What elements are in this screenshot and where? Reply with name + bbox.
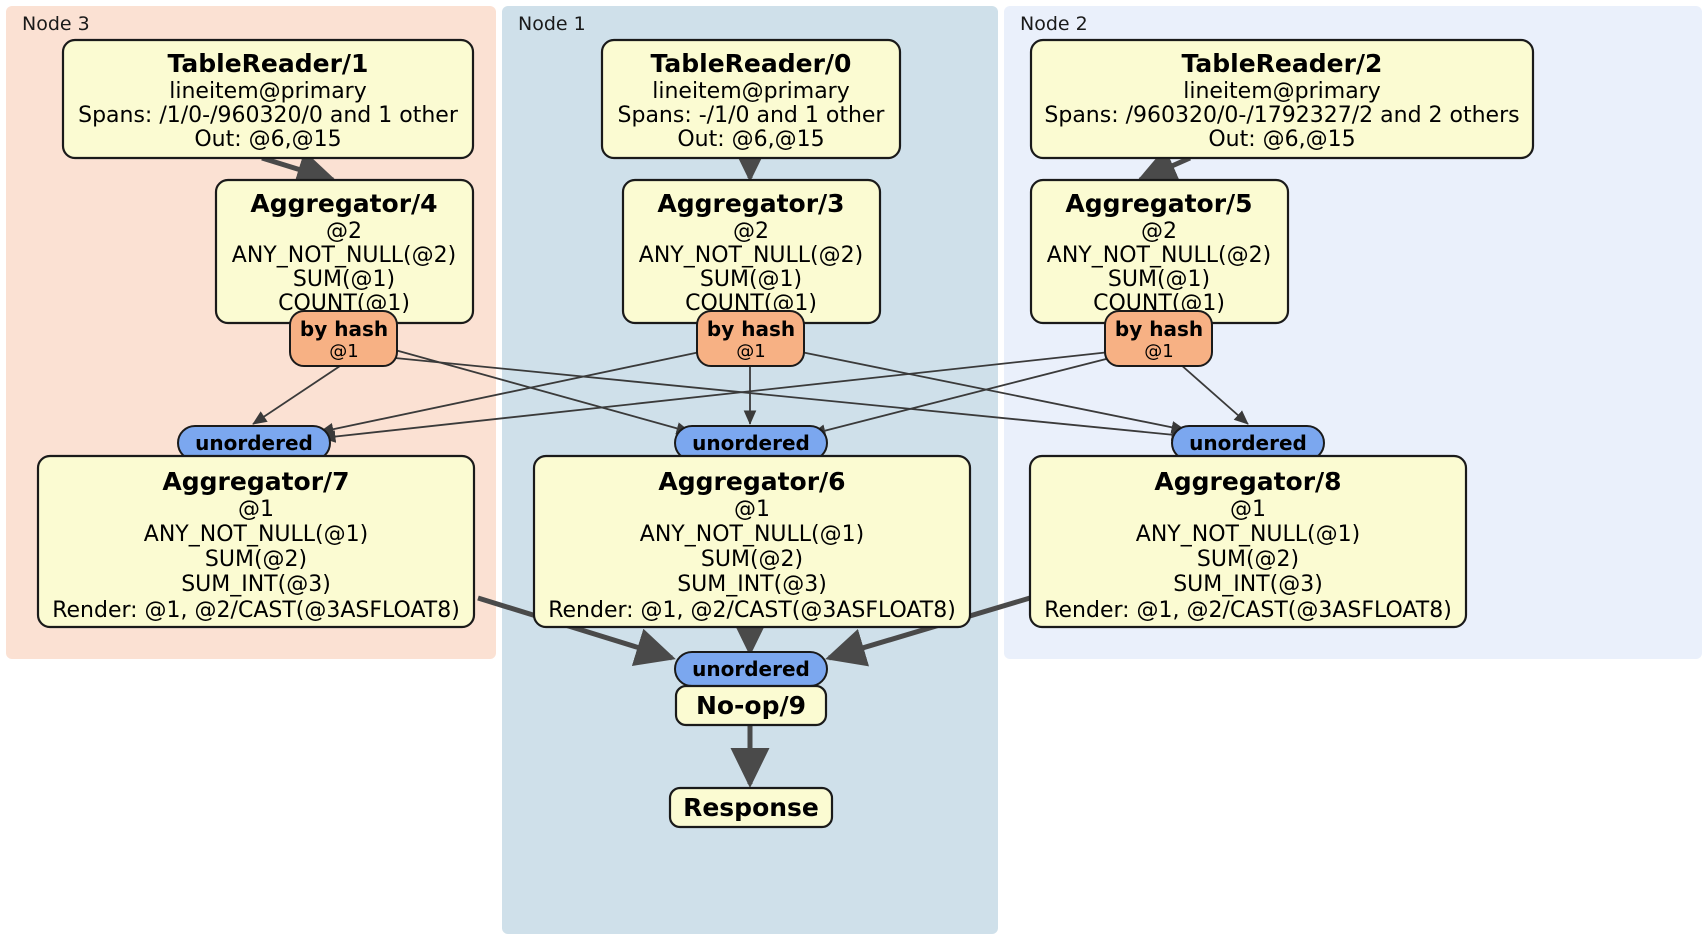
processor-table-reader-2[interactable]: TableReader/2 lineitem@primary Spans: /9… — [1029, 38, 1535, 160]
router-pill-hash-left[interactable]: by hash @1 — [289, 310, 398, 367]
edge-hashright-to-unorderedleft — [321, 351, 1111, 443]
processor-response[interactable]: Response — [668, 786, 834, 829]
processor-detail-line: SUM_INT(@3) — [181, 572, 331, 597]
edge-hashright-to-unorderedcenter — [811, 357, 1111, 437]
router-pill-sublabel: @1 — [1144, 341, 1173, 362]
processor-aggregator-5[interactable]: Aggregator/5 @2 ANY_NOT_NULL(@2) SUM(@1)… — [1029, 178, 1290, 325]
processor-detail-line: @1 — [238, 497, 274, 522]
router-pill-unordered-final[interactable]: unordered — [674, 651, 828, 687]
processor-detail-line: SUM(@1) — [1108, 267, 1210, 292]
processor-title: Aggregator/7 — [162, 467, 349, 496]
processor-table-reader-0[interactable]: TableReader/0 lineitem@primary Spans: -/… — [600, 38, 902, 160]
processor-detail-line: SUM_INT(@3) — [677, 572, 827, 597]
processor-detail-line: Render: @1, @2/CAST(@3ASFLOAT8) — [1044, 598, 1452, 623]
edge-hashcenter-to-unorderedleft — [319, 351, 701, 436]
processor-detail-line: SUM(@1) — [293, 267, 395, 292]
processor-title: Aggregator/6 — [658, 467, 845, 496]
processor-aggregator-8[interactable]: Aggregator/8 @1 ANY_NOT_NULL(@1) SUM(@2)… — [1028, 454, 1468, 629]
processor-title: TableReader/1 — [168, 49, 369, 78]
processor-detail-line: @2 — [733, 219, 769, 244]
processor-title: Aggregator/3 — [657, 189, 844, 218]
processor-title: Response — [683, 793, 819, 822]
processor-noop-9[interactable]: No-op/9 — [674, 684, 828, 727]
edge-hashleft-to-unorderedright — [394, 357, 1186, 441]
processor-detail-line: SUM_INT(@3) — [1173, 572, 1323, 597]
processor-detail-line: SUM(@2) — [1197, 547, 1299, 572]
router-pill-label: unordered — [692, 431, 810, 455]
processor-table-reader-1[interactable]: TableReader/1 lineitem@primary Spans: /1… — [61, 38, 475, 160]
router-pill-label: by hash — [707, 317, 795, 341]
edge-hashcenter-to-unorderedright — [800, 351, 1186, 434]
router-pill-label: unordered — [1189, 431, 1307, 455]
edge-tablereader2-to-aggregator5 — [1136, 147, 1192, 184]
processor-aggregator-7[interactable]: Aggregator/7 @1 ANY_NOT_NULL(@1) SUM(@2)… — [36, 454, 476, 629]
processor-detail-line: Out: @6,@15 — [194, 127, 341, 152]
edge-hashleft-to-unorderedleft — [252, 363, 344, 425]
processor-detail-line: lineitem@primary — [169, 79, 367, 104]
processor-detail-line: @2 — [1141, 219, 1177, 244]
processor-detail-line: Render: @1, @2/CAST(@3ASFLOAT8) — [52, 598, 460, 623]
processor-title: Aggregator/4 — [250, 189, 437, 218]
processor-detail-line: ANY_NOT_NULL(@1) — [144, 522, 368, 547]
processor-detail-line: ANY_NOT_NULL(@1) — [1136, 522, 1360, 547]
router-pill-sublabel: @1 — [736, 341, 765, 362]
processor-title: No-op/9 — [696, 691, 806, 720]
processor-title: TableReader/0 — [651, 49, 852, 78]
processor-detail-line: ANY_NOT_NULL(@2) — [639, 243, 863, 268]
processor-aggregator-6[interactable]: Aggregator/6 @1 ANY_NOT_NULL(@1) SUM(@2)… — [532, 454, 972, 629]
router-pill-label: by hash — [300, 317, 388, 341]
processor-detail-line: ANY_NOT_NULL(@2) — [1047, 243, 1271, 268]
edge-tablereader1-to-aggregator4 — [261, 150, 337, 188]
router-pill-hash-right[interactable]: by hash @1 — [1104, 310, 1213, 367]
router-pill-label: unordered — [195, 431, 313, 455]
router-pill-label: by hash — [1115, 317, 1203, 341]
processor-detail-line: @2 — [326, 219, 362, 244]
processor-detail-line: ANY_NOT_NULL(@1) — [640, 522, 864, 547]
router-pill-hash-center[interactable]: by hash @1 — [696, 310, 805, 367]
processor-aggregator-3[interactable]: Aggregator/3 @2 ANY_NOT_NULL(@2) SUM(@1)… — [621, 178, 882, 325]
node-region-label-node1: Node 1 — [518, 13, 586, 35]
processor-detail-line: @1 — [734, 497, 770, 522]
node-region-label-node3: Node 3 — [22, 13, 90, 35]
processor-detail-line: Render: @1, @2/CAST(@3ASFLOAT8) — [548, 598, 956, 623]
processor-detail-line: @1 — [1230, 497, 1266, 522]
processor-title: Aggregator/8 — [1154, 467, 1341, 496]
processor-detail-line: Out: @6,@15 — [677, 127, 824, 152]
processor-detail-line: Out: @6,@15 — [1208, 127, 1355, 152]
processor-detail-line: Spans: /1/0-/960320/0 and 1 other — [78, 103, 459, 128]
node-region-label-node2: Node 2 — [1020, 13, 1088, 35]
processor-detail-line: SUM(@2) — [701, 547, 803, 572]
router-pill-sublabel: @1 — [329, 341, 358, 362]
processor-detail-line: lineitem@primary — [652, 79, 850, 104]
processor-detail-line: ANY_NOT_NULL(@2) — [232, 243, 456, 268]
processor-detail-line: lineitem@primary — [1183, 79, 1381, 104]
processor-detail-line: Spans: /960320/0-/1792327/2 and 2 others — [1044, 103, 1519, 128]
processor-detail-line: SUM(@1) — [700, 267, 802, 292]
router-pill-label: unordered — [692, 657, 810, 681]
edge-hashright-to-unorderedfinal — [1179, 363, 1249, 425]
processor-title: TableReader/2 — [1182, 49, 1383, 78]
processor-detail-line: SUM(@2) — [205, 547, 307, 572]
processor-detail-line: Spans: -/1/0 and 1 other — [618, 103, 886, 128]
router-pill-unordered-center[interactable]: unordered — [674, 425, 828, 461]
processor-title: Aggregator/5 — [1065, 189, 1252, 218]
processor-aggregator-4[interactable]: Aggregator/4 @2 ANY_NOT_NULL(@2) SUM(@1)… — [214, 178, 475, 325]
